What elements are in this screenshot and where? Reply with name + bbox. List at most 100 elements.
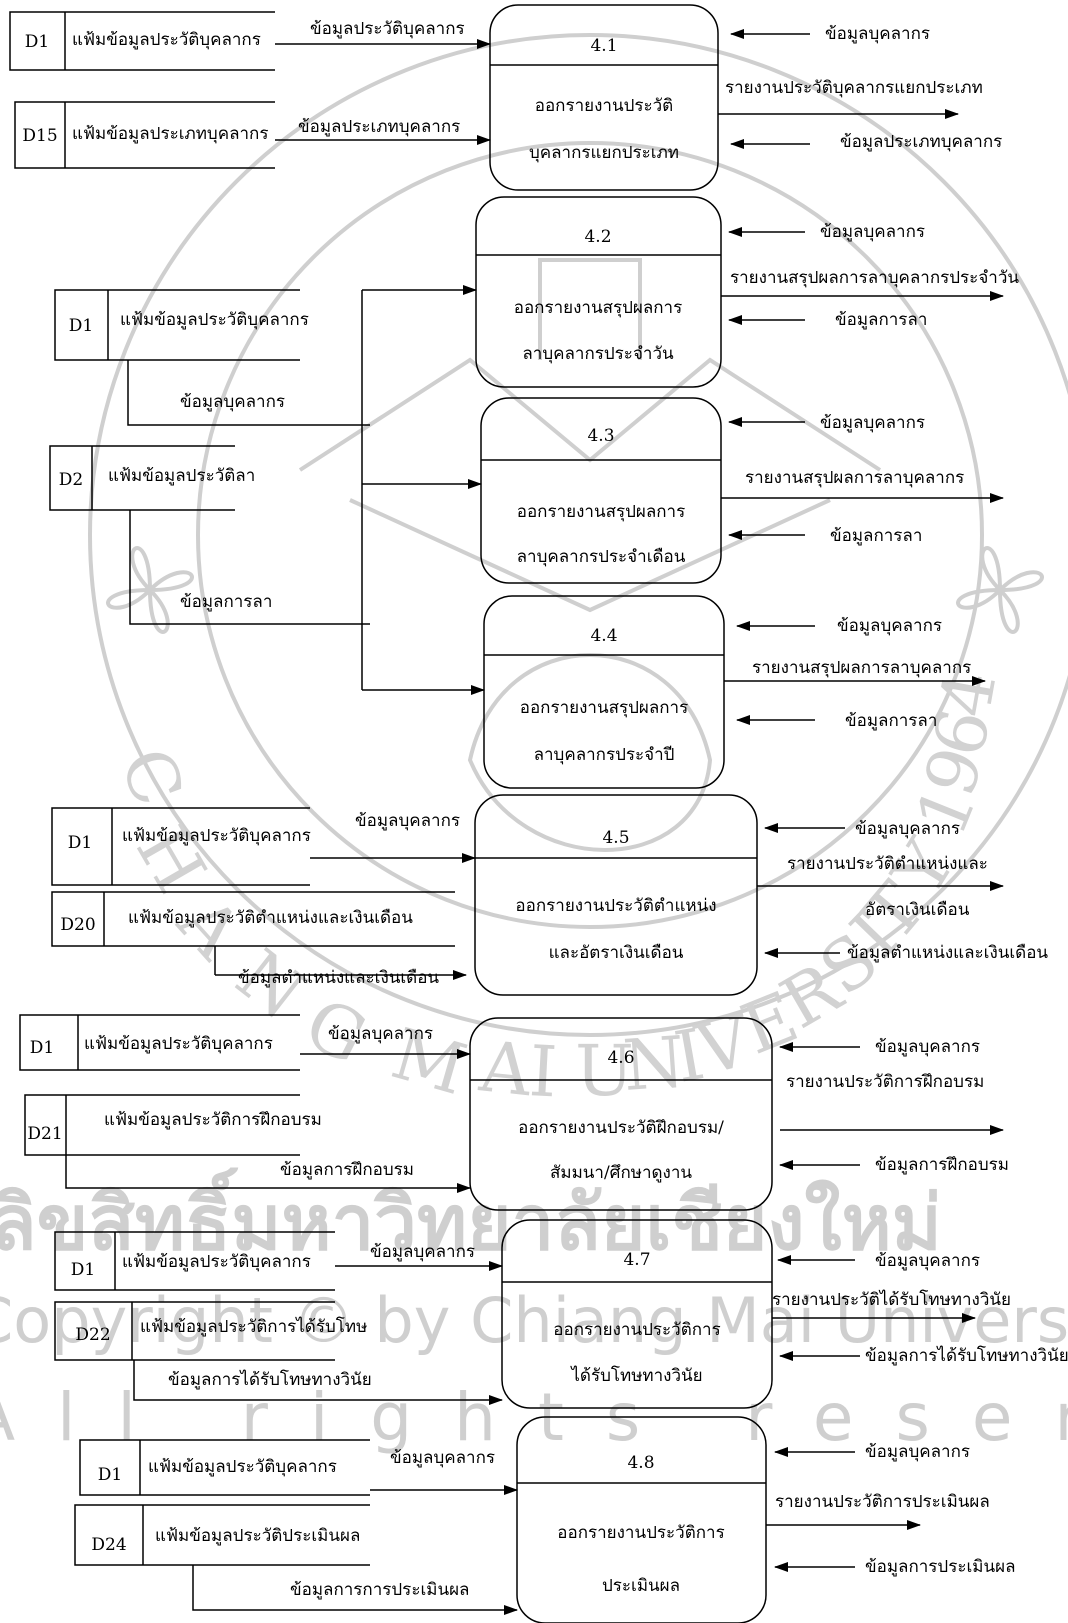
flow-label: ข้อมูลการประเมินผล [865,1557,1016,1577]
store-d1-id: D1 [24,32,50,52]
store-d21-id: D21 [27,1124,63,1144]
flow-label: รายงานประวัติได้รับโทษทางวินัย [772,1290,1011,1310]
store-d2-name: แฟ้มข้อมูลประวัติลา [108,466,256,486]
flow-label: ข้อมูลการลา [835,310,928,330]
process-4-7-line2: ได้รับโทษทางวินัย [571,1366,703,1386]
store-d1-name: แฟ้มข้อมูลประวัติบุคลากร [72,30,261,50]
flow-label: ข้อมูลการฝึกอบรม [875,1155,1010,1175]
flow-label: รายงานสรุปผลการลาบุคลากรประจำวัน [730,268,1019,288]
store-d20-name: แฟ้มข้อมูลประวัติตำแหน่งและเงินเดือน [128,908,413,928]
store-d1-name: แฟ้มข้อมูลประวัติบุคลากร [120,310,309,330]
flow-label: ข้อมูลบุคลากร [837,616,943,636]
process-4-8-line2: ประเมินผล [601,1576,681,1596]
process-4-8-line1: ออกรายงานประวัติการ [557,1523,725,1543]
store-d21-name: แฟ้มข้อมูลประวัติการฝึกอบรม [104,1110,322,1130]
flow-label: ข้อมูลการได้รับโทษทางวินัย [865,1346,1068,1366]
process-4-4-line1: ออกรายงานสรุปผลการ [519,698,689,718]
store-d22-id: D22 [75,1325,111,1345]
store-d24-name: แฟ้มข้อมูลประวัติประเมินผล [155,1526,361,1546]
flow-label: ข้อมูลบุคลากร [875,1037,981,1057]
process-4-4-id: 4.4 [590,626,618,646]
process-4-3-id: 4.3 [587,426,615,446]
store-d1-name: แฟ้มข้อมูลประวัติบุคลากร [148,1457,337,1477]
process-4-5-shape [474,794,758,996]
process-4-1-shape [489,4,719,191]
store-d1-id: D1 [29,1038,55,1058]
flow-label: ข้อมูลบุคลากร [865,1442,971,1462]
process-4-1-id: 4.1 [590,36,618,56]
process-4-2-line2: ลาบุคลากรประจำวัน [522,344,674,364]
process-4-5-id: 4.5 [602,828,630,848]
store-d20-id: D20 [60,915,96,935]
flow-label: ข้อมูลบุคลากร [825,24,931,44]
flow-label: ข้อมูลบุคลากร [328,1024,434,1044]
flow-label: ข้อมูลบุคลากร [180,392,286,412]
process-4-8-id: 4.8 [627,1453,655,1473]
flow-label: ข้อมูลประเภทบุคลากร [298,117,461,137]
store-d15-id: D15 [22,126,58,146]
flow-label: รายงานประวัติการประเมินผล [775,1492,990,1512]
process-4-3-shape [480,397,722,584]
store-d1-id: D1 [97,1465,123,1485]
svg-text:A: A [475,1025,536,1112]
process-4-2-id: 4.2 [584,227,612,247]
process-4-2-line1: ออกรายงานสรุปผลการ [513,298,683,318]
process-4-8-shape [516,1416,767,1623]
store-d1-id: D1 [67,833,93,853]
store-d1-id: D1 [70,1260,96,1280]
flow-label: ข้อมูลบุคลากร [855,819,961,839]
process-4-6-line2: สัมมนา/ศึกษาดูงาน [549,1163,693,1183]
store-d1-name: แฟ้มข้อมูลประวัติบุคลากร [84,1034,273,1054]
process-4-1-line2: บุคลากรแยกประเภท [528,143,680,163]
flow-label: ข้อมูลการฝึกอบรม [280,1160,415,1180]
store-d2-id: D2 [58,470,84,490]
flow-label: ข้อมูลการลา [845,711,938,731]
flow-label: รายงานสรุปผลการลาบุคลากร [752,658,972,678]
store-d1-name: แฟ้มข้อมูลประวัติบุคลากร [122,826,311,846]
process-4-7-line1: ออกรายงานประวัติการ [553,1320,721,1340]
process-4-7-shape [501,1219,773,1409]
svg-text:U: U [575,1030,634,1112]
process-4-5-line2: และอัตราเงินเดือน [548,943,684,963]
svg-text:N: N [620,1021,687,1107]
flow-label: ข้อมูลการลา [830,526,923,546]
flow-label: ข้อมูลบุคลากร [370,1242,476,1262]
flow-label: ข้อมูลบุคลากร [355,811,461,831]
store-d1-name: แฟ้มข้อมูลประวัติบุคลากร [122,1252,311,1272]
flow-label: ข้อมูลบุคลากร [820,222,926,242]
process-4-1-line1: ออกรายงานประวัติ [534,96,674,116]
store-d22-name: แฟ้มข้อมูลประวัติการได้รับโทษ [140,1317,368,1337]
flow-label: ข้อมูลบุคลากร [875,1251,981,1271]
svg-text:I: I [527,1030,559,1113]
watermark-copyright: Copyright © by Chiang Mai University [0,1284,1068,1357]
process-4-3-line2: ลาบุคลากรประจำเดือน [516,547,686,567]
flow-label: ข้อมูลการการประเมินผล [290,1580,470,1600]
flow-label: ข้อมูลประวัติบุคลากร [310,19,465,39]
flow-label: ข้อมูลบุคลากร [390,1448,496,1468]
process-4-4-line2: ลาบุคลากรประจำปี [533,745,675,765]
flow-label: รายงานประวัติตำแหน่งและ [787,854,988,874]
flow-label: รายงานสรุปผลการลาบุคลากร [745,468,965,488]
process-4-6-line1: ออกรายงานประวัติฝึกอบรม/ [518,1118,724,1138]
flow-label: รายงานประวัติบุคลากรแยกประเภท [725,78,983,98]
watermark-thai: ลิขสิทธิ์มหาวิทยาลัยเชียงใหม่ [0,1178,942,1267]
store-d24-id: D24 [91,1535,127,1555]
flow-label: ข้อมูลการได้รับโทษทางวินัย [168,1370,372,1390]
process-4-6-shape [469,1017,773,1211]
flow-label: ข้อมูลการลา [180,592,273,612]
store-d15-name: แฟ้มข้อมูลประเภทบุคลากร [72,124,269,144]
flow-label: ข้อมูลประเภทบุคลากร [840,132,1003,152]
flow-label: รายงานประวัติการฝึกอบรม [786,1072,985,1092]
flow-label: ข้อมูลตำแหน่งและเงินเดือน [847,943,1049,963]
flow-label: ข้อมูลบุคลากร [820,413,926,433]
process-4-7-id: 4.7 [623,1250,651,1270]
process-4-6-id: 4.6 [607,1048,635,1068]
store-d1-id: D1 [68,316,94,336]
process-4-5-line1: ออกรายงานประวัติตำแหน่ง [515,896,717,916]
process-4-3-line1: ออกรายงานสรุปผลการ [516,502,686,522]
flow-label: ข้อมูลตำแหน่งและเงินเดือน [238,968,440,988]
flow-label: อัตราเงินเดือน [865,900,970,920]
